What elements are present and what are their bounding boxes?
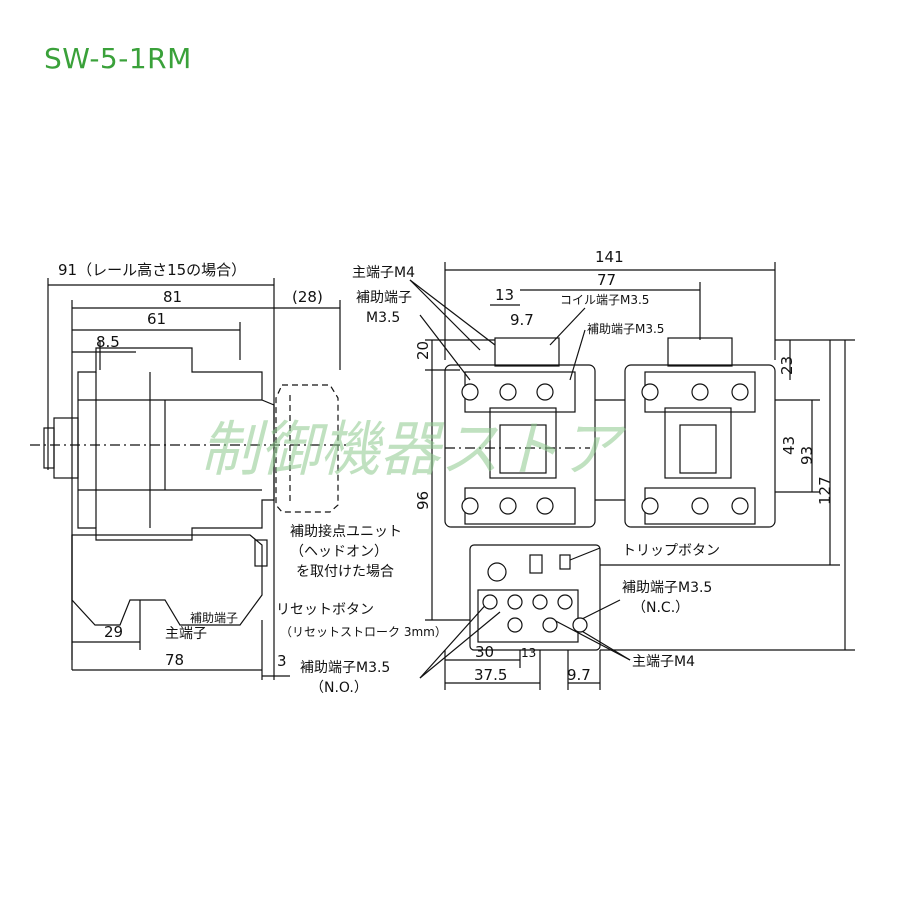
terminal-screws <box>461 383 749 633</box>
dim-37-5: 37.5 <box>474 666 507 684</box>
main-terminal-m4-bottom-label: 主端子M4 <box>632 654 695 670</box>
aux-no-label-1: 補助端子M3.5 <box>300 660 390 676</box>
dim-141: 141 <box>595 248 624 266</box>
dim-43: 43 <box>780 436 798 455</box>
dim-81: 81 <box>163 288 182 306</box>
page-title: SW-5-1RM <box>44 42 192 75</box>
dim-30: 30 <box>475 643 494 661</box>
dim-28: (28) <box>292 288 323 306</box>
aux-terminal-label-b: M3.5 <box>366 310 400 326</box>
dim-93: 93 <box>798 446 816 465</box>
side-main-terminal-label: 主端子 <box>165 626 207 642</box>
reset-stroke-label: （リセットストローク 3mm） <box>280 625 447 639</box>
dim-78: 78 <box>165 651 184 669</box>
dim-96: 96 <box>414 491 432 510</box>
aux-unit-label-1: 補助接点ユニット <box>290 523 402 540</box>
dim-9-7-bottom: 9.7 <box>567 666 591 684</box>
side-aux-terminal-label: 補助端子 <box>190 611 238 625</box>
dim-8-5: 8.5 <box>96 333 120 351</box>
aux-nc-label-2: （N.C.） <box>632 600 689 616</box>
dim-29: 29 <box>104 623 123 641</box>
aux-no-label-2: （N.O.） <box>310 680 368 696</box>
watermark: 制御機器ストア <box>200 415 626 485</box>
dim-23: 23 <box>778 356 796 375</box>
dim-20: 20 <box>414 341 432 360</box>
reset-button-label: リセットボタン <box>276 602 374 618</box>
side-view <box>30 278 350 680</box>
trip-button-label: トリップボタン <box>622 543 720 559</box>
coil-terminal-label: コイル端子M3.5 <box>560 293 649 307</box>
dim-61: 61 <box>147 310 166 328</box>
aux-terminal-label-a: 補助端子 <box>356 290 412 306</box>
aux-unit-label-3: を取付けた場合 <box>296 564 394 580</box>
dim-9-7: 9.7 <box>510 311 534 329</box>
aux-unit-label-2: （ヘッドオン） <box>290 544 388 560</box>
dim-3: 3 <box>277 652 287 670</box>
aux-terminal-top-label: 補助端子M3.5 <box>587 322 664 336</box>
main-terminal-m4-label: 主端子M4 <box>352 265 415 281</box>
aux-nc-label-1: 補助端子M3.5 <box>622 580 712 596</box>
dim-127: 127 <box>816 476 834 505</box>
dim-91: 91（レール高さ15の場合） <box>58 261 246 279</box>
dim-13-bottom: 13 <box>521 646 536 660</box>
dim-13: 13 <box>495 286 514 304</box>
dim-77: 77 <box>597 271 616 289</box>
